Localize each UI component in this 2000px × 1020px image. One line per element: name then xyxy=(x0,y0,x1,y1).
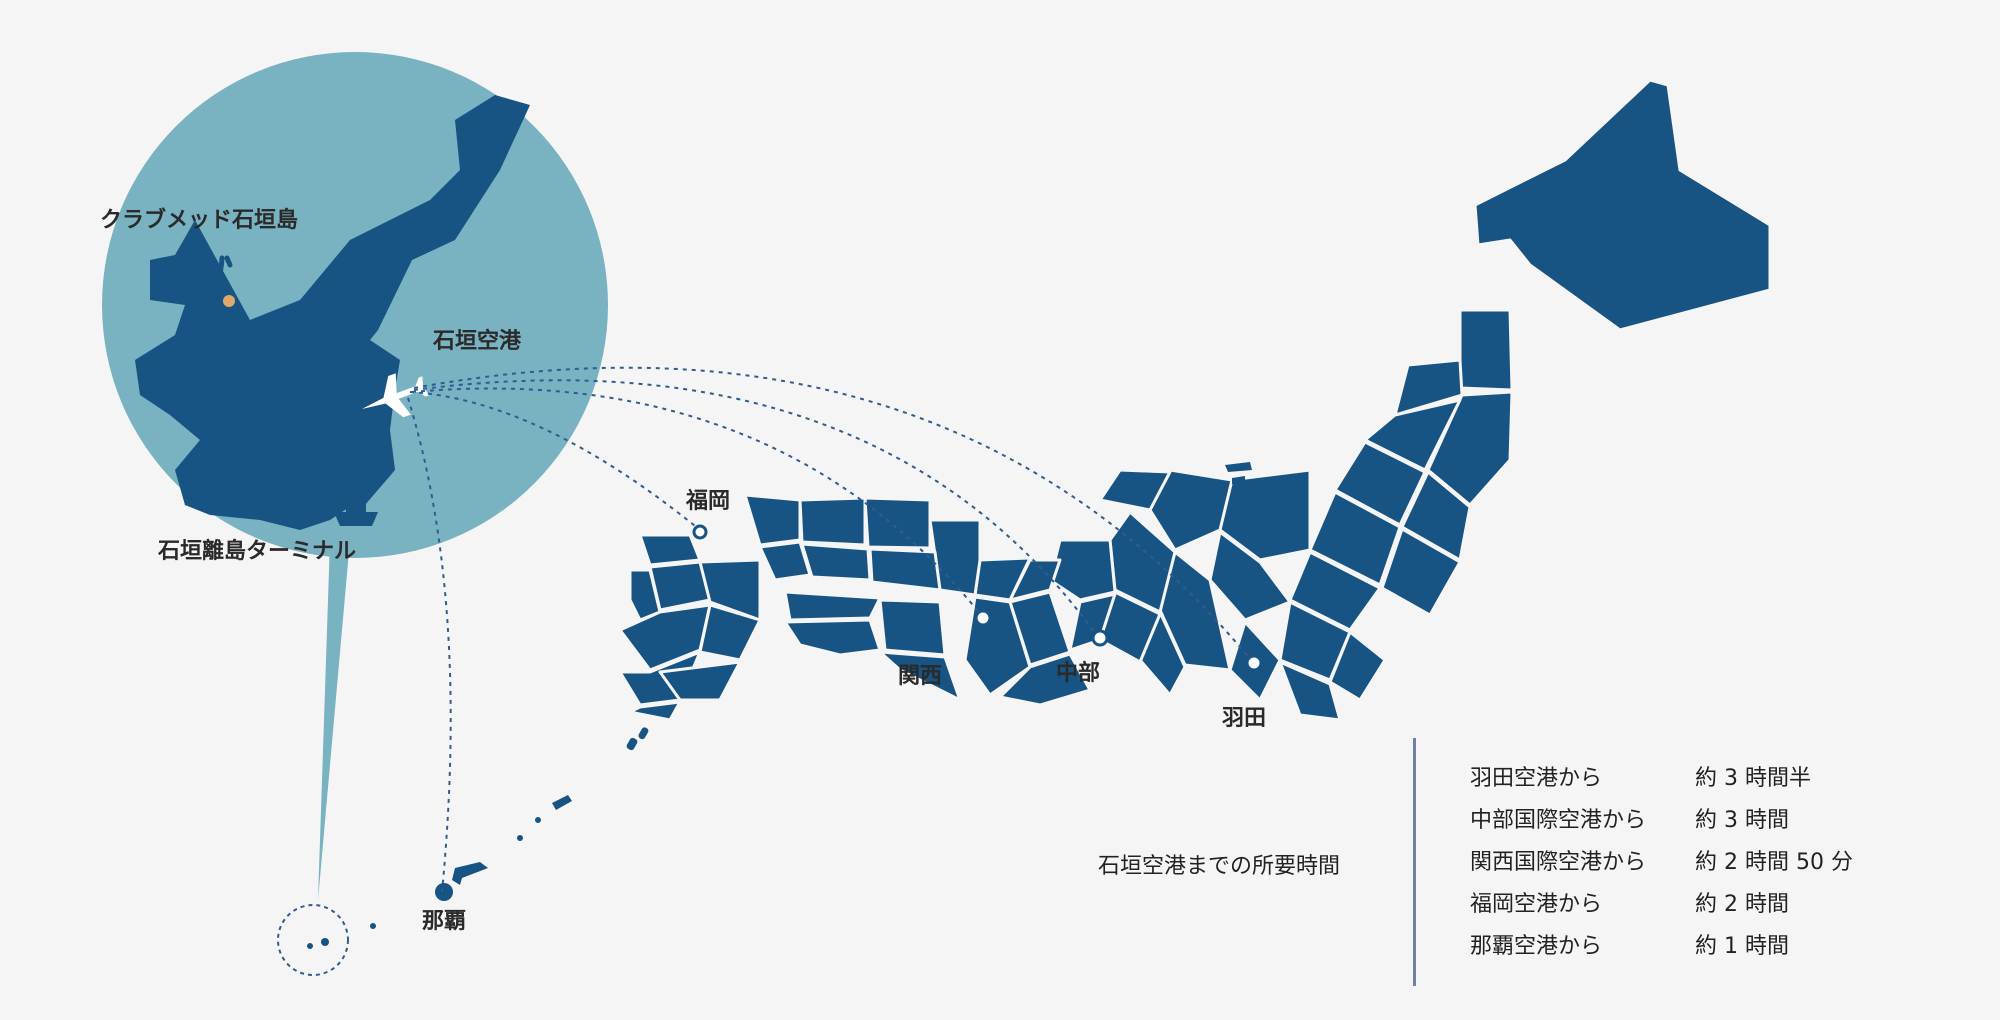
chubu-marker xyxy=(1091,629,1109,647)
nansei-islands xyxy=(307,727,649,949)
resort-location-dot xyxy=(223,295,235,307)
terminal-label: 石垣離島ターミナル xyxy=(157,538,356,564)
origin-airport: 関西国際空港から xyxy=(1470,850,1647,875)
origin-airport: 那覇空港から xyxy=(1470,934,1603,959)
flight-time-row: 関西国際空港から 約 2 時間 50 分 xyxy=(1470,839,1853,881)
flight-duration: 約 3 時間半 xyxy=(1695,766,1811,791)
sado-island xyxy=(1225,462,1252,484)
flight-duration: 約 2 時間 50 分 xyxy=(1695,850,1853,875)
airport-markers xyxy=(692,524,1263,672)
flight-duration: 約 2 時間 xyxy=(1695,892,1789,917)
ship-icon xyxy=(334,496,378,526)
origin-airport: 福岡空港から xyxy=(1470,892,1603,917)
chubu-label: 中部 xyxy=(1056,660,1100,686)
flight-duration: 約 3 時間 xyxy=(1695,808,1789,833)
ishigaki-island xyxy=(135,95,530,530)
flight-duration: 約 1 時間 xyxy=(1695,934,1789,959)
flight-times-caption: 石垣空港までの所要時間 xyxy=(1098,854,1341,879)
naha-label: 那覇 xyxy=(422,909,466,934)
flight-routes xyxy=(407,366,1256,893)
kansai-label: 関西 xyxy=(898,664,942,689)
flight-time-row: 福岡空港から 約 2 時間 xyxy=(1470,881,1853,923)
flight-time-row: 羽田空港から 約 3 時間半 xyxy=(1470,755,1853,797)
flight-time-row: 中部国際空港から 約 3 時間 xyxy=(1470,797,1853,839)
airport-label: 石垣空港 xyxy=(432,328,522,354)
haneda-marker xyxy=(1245,654,1263,672)
airplane-icon xyxy=(361,373,430,418)
flight-times-table: 羽田空港から 約 3 時間半 中部国際空港から 約 3 時間 関西国際空港から … xyxy=(1470,755,1853,965)
divider-line xyxy=(1413,738,1416,986)
callout-pointer xyxy=(318,540,350,900)
origin-airport: 中部国際空港から xyxy=(1470,808,1647,833)
flight-time-row: 那覇空港から 約 1 時間 xyxy=(1470,923,1853,965)
fukuoka-marker xyxy=(692,524,708,540)
japan-mainland xyxy=(618,78,1772,722)
haneda-label: 羽田 xyxy=(1222,706,1266,731)
origin-airport: 羽田空港から xyxy=(1470,766,1603,791)
resort-label: クラブメッド石垣島 xyxy=(100,207,298,233)
ishigaki-area-circle xyxy=(277,904,349,976)
kansai-marker xyxy=(974,609,992,627)
fukuoka-label: 福岡 xyxy=(685,489,730,514)
trident-logo-icon xyxy=(177,249,233,315)
naha-marker xyxy=(435,883,453,901)
